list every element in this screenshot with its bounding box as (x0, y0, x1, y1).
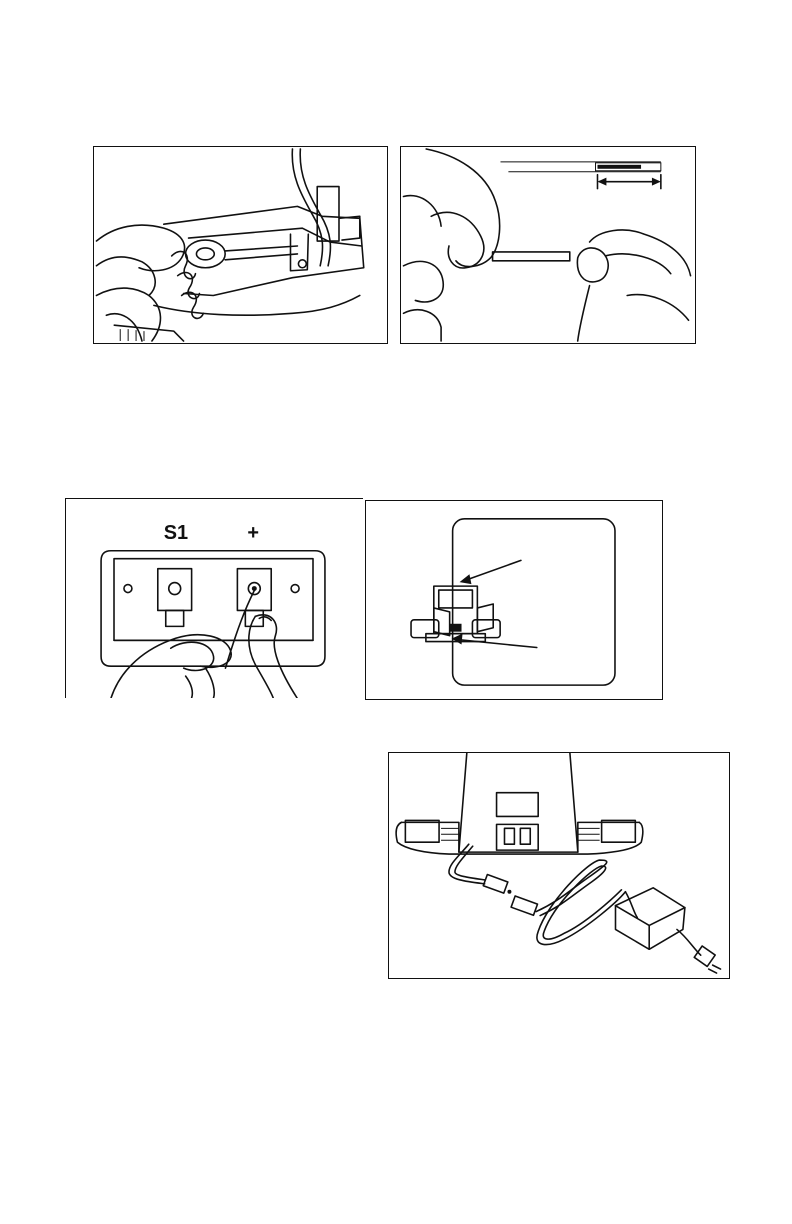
terminal-location-figure (365, 500, 663, 700)
wire-stripper-icon (94, 147, 387, 343)
wire-stripper-figure (93, 146, 388, 344)
terminal-connection-icon: S1 + (66, 499, 363, 698)
terminal-location-icon (366, 501, 662, 699)
stripped-wire-length-icon (401, 147, 695, 343)
terminal-connection-figure: S1 + (65, 498, 363, 698)
terminal-label-s1: S1 (164, 522, 188, 544)
terminal-label-plus: + (247, 522, 259, 544)
strip-length-figure (400, 146, 696, 344)
power-adapter-connection-icon (389, 753, 729, 978)
power-adapter-figure (388, 752, 730, 979)
